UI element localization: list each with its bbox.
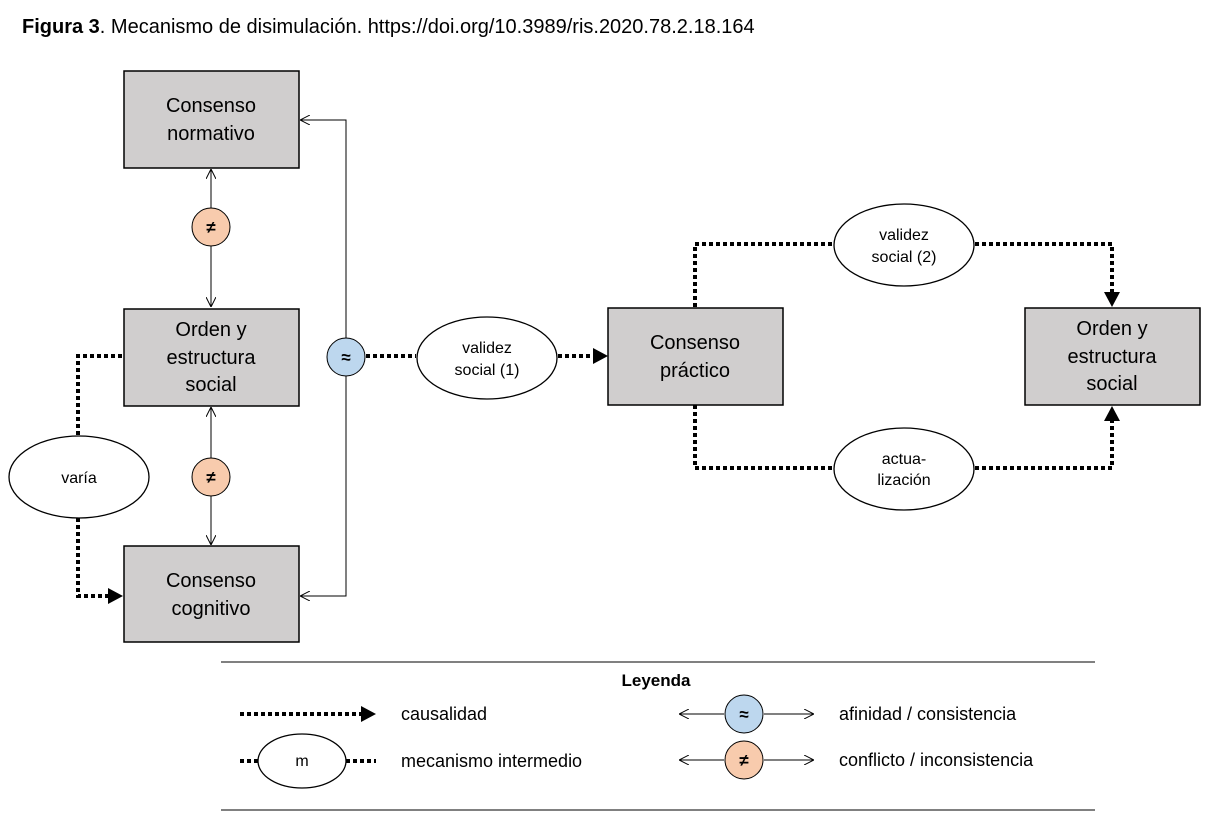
figure-caption: Figura 3. Mecanismo de disimulación. htt… (22, 16, 755, 39)
mechanism-actualizacion: actua- lización (833, 427, 975, 511)
mechanism-label-line: actua- (882, 451, 926, 468)
mechanism-label-line: lización (877, 472, 930, 489)
mechanism-label: varía (61, 470, 97, 487)
legend-afinidad: ≈ afinidad / consistencia (679, 694, 1017, 734)
box-label-line: Consenso (166, 95, 256, 117)
mechanism-label-line: validez (879, 227, 929, 244)
box-label-line: Orden y (1076, 318, 1147, 340)
box-consenso-normativo: Consenso normativo (123, 70, 300, 169)
legend-title: Leyenda (622, 671, 692, 690)
box-consenso-practico: Consenso práctico (607, 307, 784, 406)
mechanism-label-line: validez (462, 340, 512, 357)
box-label-line: práctico (660, 360, 730, 382)
legend-causal-arrowhead (361, 706, 376, 722)
box-label-line: Consenso (166, 570, 256, 592)
legend-mecanismo: m mecanismo intermedio (240, 733, 582, 789)
box-orden-estructura-right: Orden y estructura social (1024, 307, 1201, 406)
causal-line-orden-to-varia (76, 354, 122, 436)
conflict-symbol: ≠ (191, 457, 231, 497)
causal-arrowhead (1104, 292, 1120, 307)
legend-mechanism-ellipse (257, 733, 347, 789)
box-label-line: Consenso (650, 332, 740, 354)
box-orden-estructura-left: Orden y estructura social (123, 308, 300, 407)
legend-mechanism-symbol: m (295, 753, 308, 770)
mechanism-validez-social-2: validez social (2) (833, 203, 975, 287)
figure-caption-text: . Mecanismo de disimulación. https://doi… (99, 16, 755, 38)
causal-line-practico-to-validez2 (693, 242, 834, 307)
box-label-line: cognitivo (172, 598, 251, 620)
causal-arrowhead (108, 588, 123, 604)
mechanism-label-line: social (2) (872, 249, 937, 266)
causal-line-validez2-to-orden (975, 242, 1114, 292)
causal-line-actualizacion-to-orden (975, 421, 1114, 470)
mechanism-validez-social-1: validez social (1) (416, 316, 558, 400)
conflict-sign: ≠ (206, 218, 216, 237)
conflict-symbol: ≠ (191, 207, 231, 247)
legend-conflicto: ≠ conflicto / inconsistencia (679, 740, 1034, 780)
box-label-line: social (1086, 373, 1137, 395)
causal-arrowhead (1104, 406, 1120, 421)
conflict-sign: ≠ (206, 468, 216, 487)
box-label-line: estructura (1068, 346, 1158, 368)
box-label-line: estructura (167, 347, 257, 369)
legend-label: afinidad / consistencia (839, 704, 1017, 724)
causal-arrowhead (593, 348, 608, 364)
figure-label: Figura 3 (22, 16, 100, 38)
box-label-line: social (185, 374, 236, 396)
legend-label: causalidad (401, 704, 487, 724)
legend-label: conflicto / inconsistencia (839, 750, 1034, 770)
mechanism-varia: varía (8, 435, 150, 519)
mechanism-label-line: social (1) (455, 362, 520, 379)
causal-line-practico-to-actualizacion (693, 405, 834, 470)
legend-conflict-sign: ≠ (739, 751, 749, 770)
box-label-line: normativo (167, 123, 255, 145)
affinity-symbol: ≈ (326, 337, 366, 377)
causal-line-varia-to-cognitivo (76, 518, 108, 598)
box-consenso-cognitivo: Consenso cognitivo (123, 545, 300, 643)
affinity-sign: ≈ (341, 348, 350, 367)
legend-causalidad: causalidad (240, 704, 487, 724)
box-label-line: Orden y (175, 319, 246, 341)
legend-affinity-sign: ≈ (739, 705, 748, 724)
legend-label: mecanismo intermedio (401, 751, 582, 771)
